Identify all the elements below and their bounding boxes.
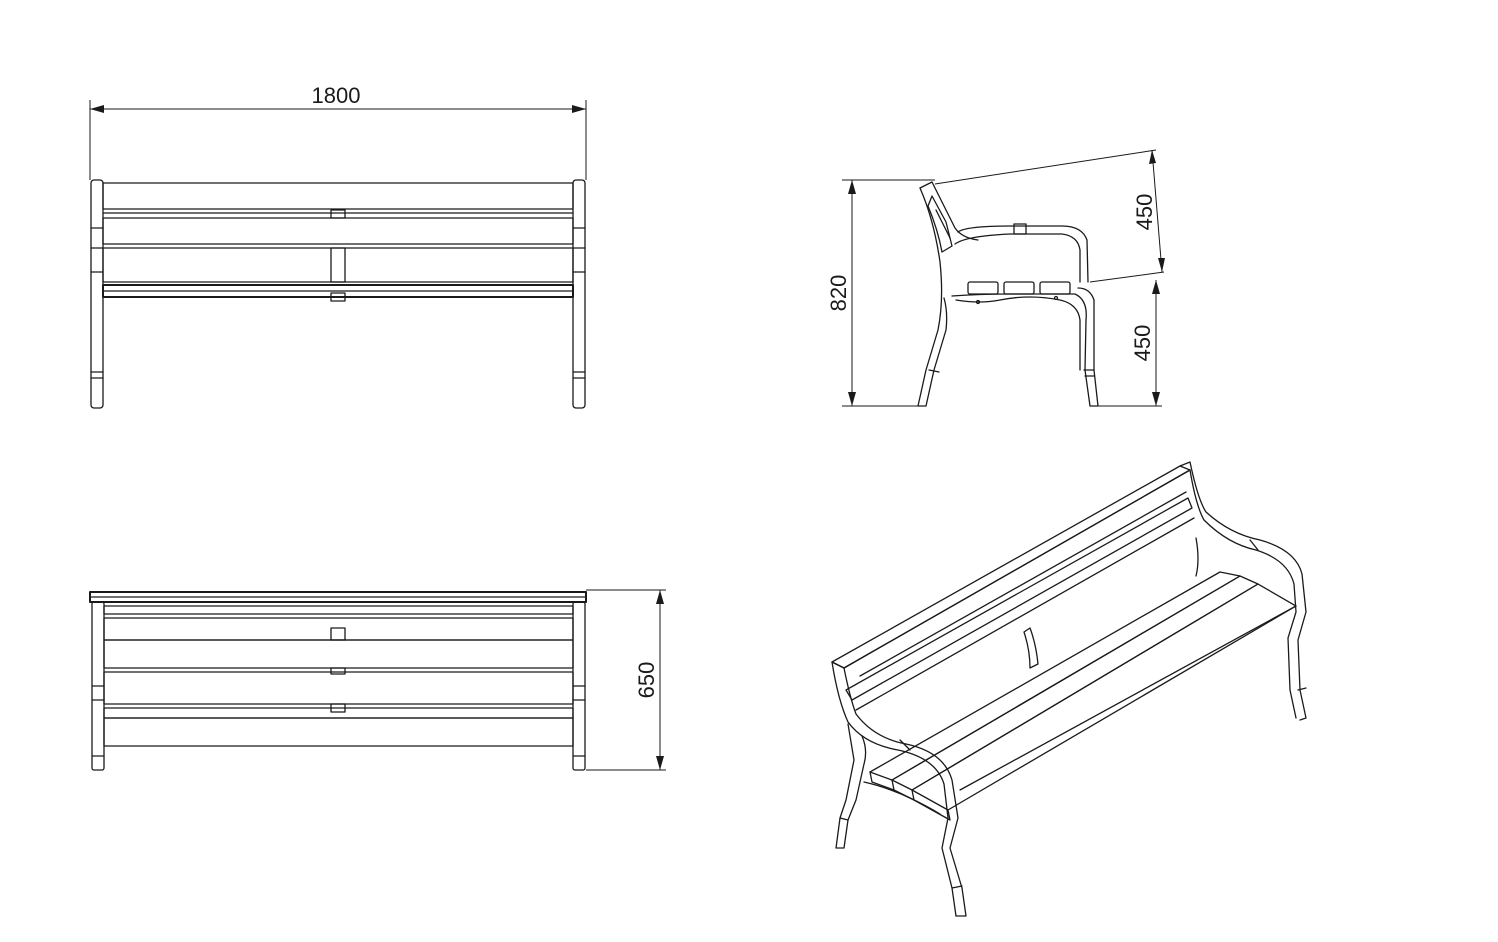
top-depth-dimension: 650 [586, 589, 666, 771]
side-seat-dimension: 450 [1096, 280, 1162, 407]
side-view: 820 450 450 [826, 149, 1165, 407]
top-depth-label: 650 [634, 662, 659, 699]
side-height-label: 820 [826, 275, 851, 312]
front-width-dimension: 1800 [89, 83, 587, 180]
front-view: 1800 [89, 83, 587, 409]
top-view: 650 [89, 589, 666, 771]
side-height-dimension: 820 [826, 179, 935, 407]
side-back-label: 450 [1132, 194, 1157, 231]
side-back-dimension: 450 [934, 149, 1165, 283]
side-seat-label: 450 [1130, 325, 1155, 362]
isometric-view [831, 461, 1307, 917]
front-width-label: 1800 [312, 83, 361, 108]
